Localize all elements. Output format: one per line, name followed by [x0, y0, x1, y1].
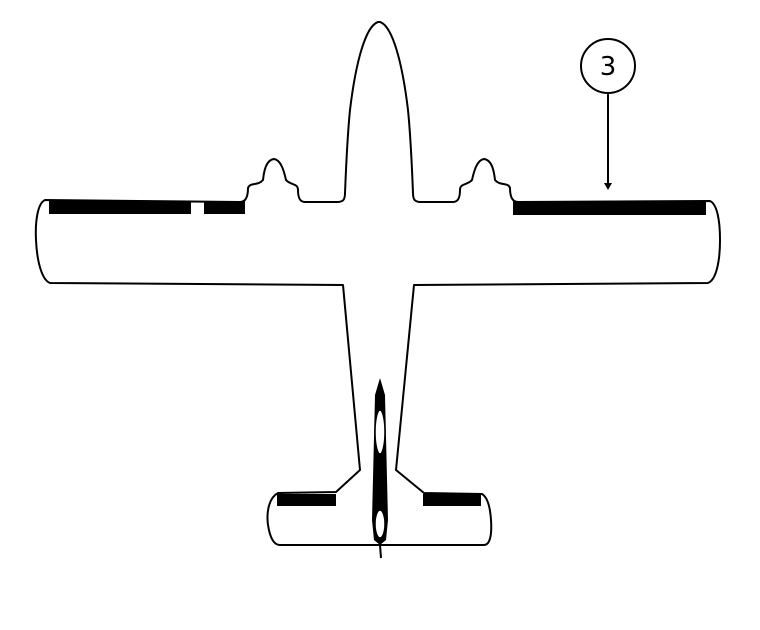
- tail-fairing-upper: [374, 409, 386, 455]
- tail-fairing-lower: [374, 509, 386, 539]
- aircraft-outline: [34, 21, 721, 546]
- tail-antenna: [379, 544, 382, 559]
- right-elevator: [423, 494, 481, 506]
- callout-circle: [580, 38, 636, 94]
- left-elevator: [277, 494, 336, 506]
- left-flap: [204, 201, 245, 214]
- right-aileron: [513, 201, 706, 215]
- callout-label: 3: [600, 52, 617, 82]
- callout-arrowhead: [604, 183, 612, 190]
- left-aileron: [49, 201, 191, 214]
